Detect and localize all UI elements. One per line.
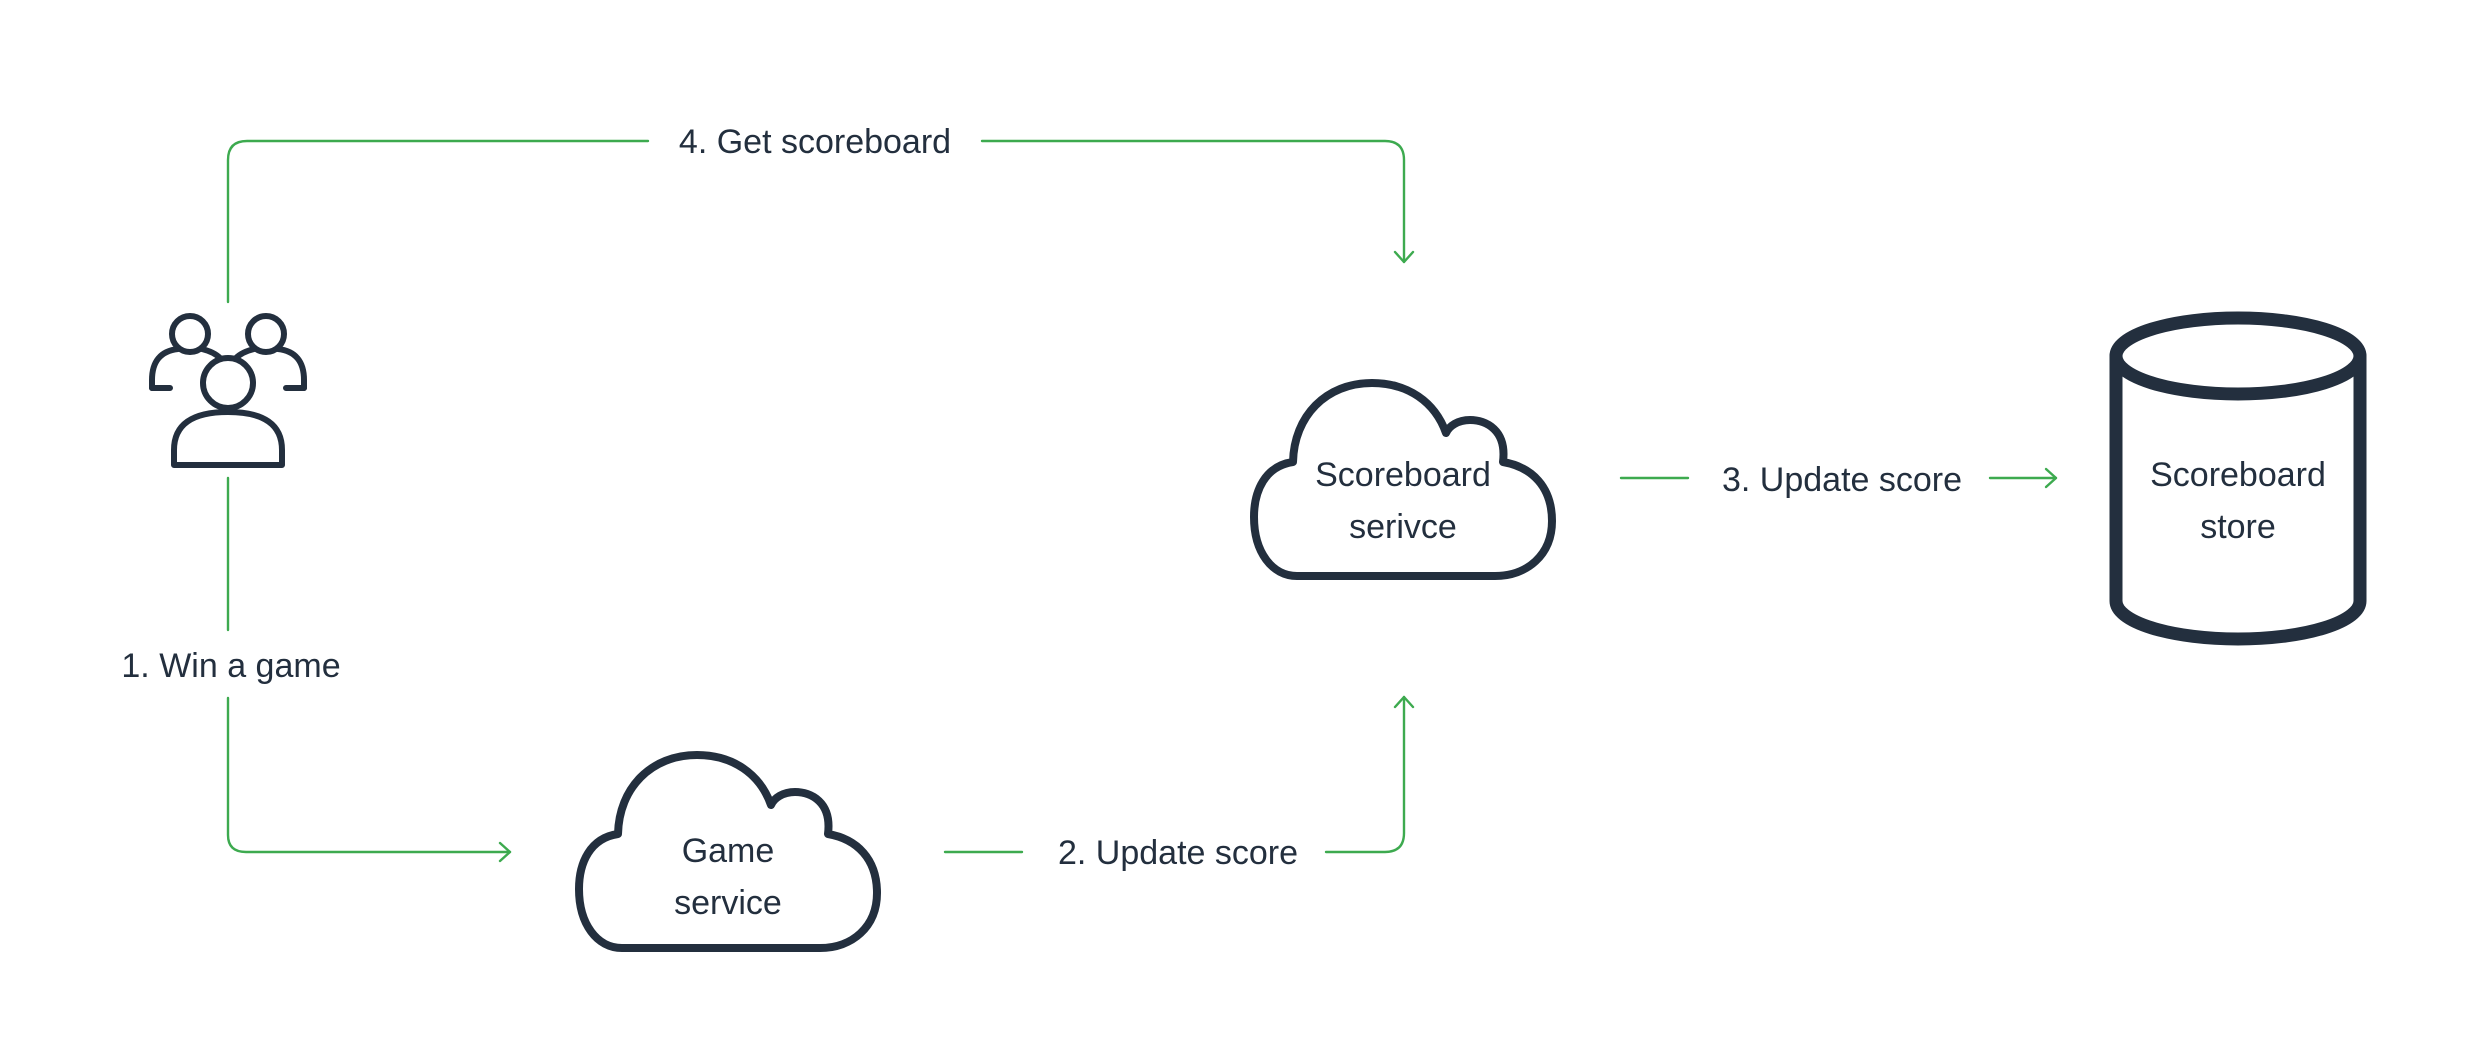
edge-update-score-store-label: 3. Update score: [1722, 461, 1962, 499]
game-service-node: Game service: [575, 751, 881, 952]
arrow-head-down-icon: [1393, 250, 1415, 264]
game-service-label-line2: service: [674, 884, 782, 922]
edge-get-scoreboard-line-left: [226, 139, 650, 304]
arrow-head-up-icon: [1393, 695, 1415, 709]
scoreboard-store-node: Scoreboard store: [2109, 311, 2367, 646]
scoreboard-service-label-line1: Scoreboard: [1315, 456, 1491, 494]
scoreboard-store-label-line1: Scoreboard: [2150, 456, 2326, 494]
arrow-head-right-icon: [498, 841, 512, 863]
edge-get-scoreboard: 4. Get scoreboard: [226, 123, 1415, 304]
users-group-icon: [149, 313, 307, 468]
edge-update-score-game-label: 2. Update score: [1058, 834, 1298, 872]
game-service-label-line1: Game: [682, 832, 775, 870]
edge-win-game: 1. Win a game: [121, 476, 512, 863]
scoreboard-service-label-line2: serivce: [1349, 508, 1457, 546]
edge-get-scoreboard-line-right: [980, 139, 1406, 264]
cloud-icon: [1250, 379, 1556, 580]
database-cylinder-icon: [2109, 311, 2367, 646]
edge-update-score-store: 3. Update score: [1619, 461, 2058, 499]
edge-win-game-line-lower: [226, 696, 512, 854]
scoreboard-store-label-line2: store: [2200, 508, 2276, 546]
scoreboard-service-node: Scoreboard serivce: [1250, 379, 1556, 580]
edge-update-score-game: 2. Update score: [943, 695, 1415, 872]
edge-get-scoreboard-label: 4. Get scoreboard: [679, 123, 951, 161]
edge-update-score-game-line-right: [1324, 695, 1406, 854]
edge-win-game-label: 1. Win a game: [121, 647, 340, 685]
cloud-icon: [575, 751, 881, 952]
arrow-head-right-icon: [2044, 467, 2058, 489]
